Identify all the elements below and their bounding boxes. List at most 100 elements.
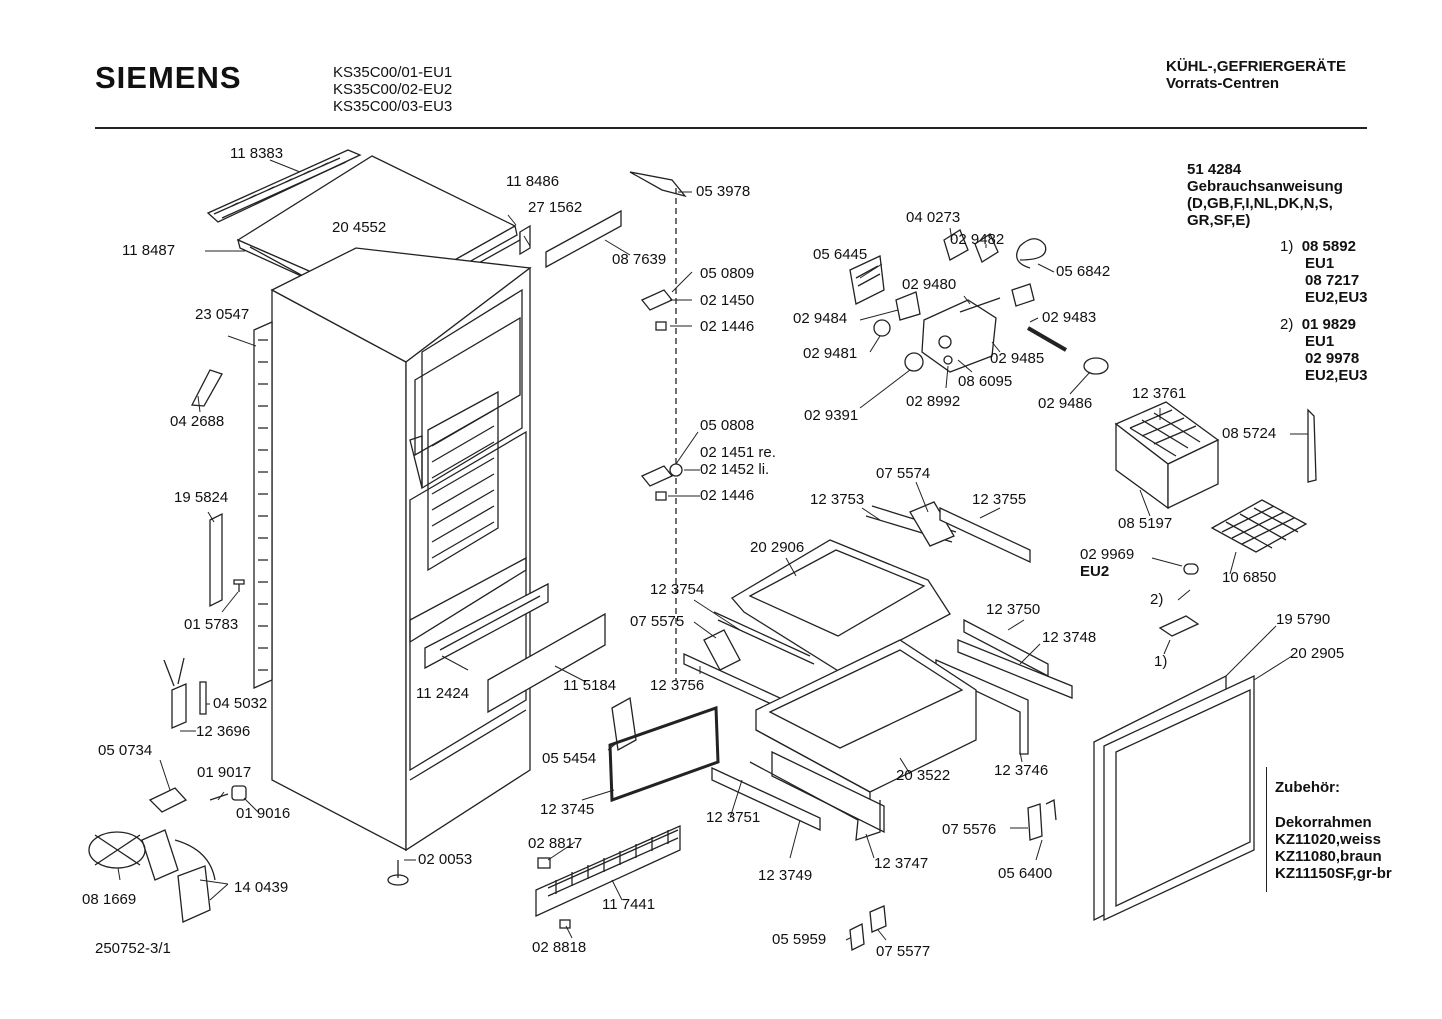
part-label: 10 6850 — [1222, 569, 1277, 586]
accessories-item: KZ11020,weiss — [1275, 831, 1381, 848]
footnote-marker: 1) — [1280, 238, 1294, 255]
footnote-variant: EU2,EU3 — [1305, 367, 1368, 384]
part-label: 08 1669 — [82, 891, 137, 908]
part-label: 12 3755 — [972, 491, 1027, 508]
footnote-part: 08 5892 — [1301, 238, 1356, 255]
part-variant-label: EU2 — [1080, 563, 1110, 580]
part-label: 02 9480 — [902, 276, 957, 293]
part-label: 05 0808 — [700, 417, 755, 434]
footnote-marker: 2) — [1150, 591, 1164, 608]
footnote-variant: EU1 — [1305, 255, 1335, 272]
part-label: 05 0734 — [98, 742, 153, 759]
part-label: 12 3753 — [810, 491, 865, 508]
condenser-coil — [253, 320, 273, 690]
part-label: 02 9486 — [1038, 395, 1093, 412]
part-label: 04 0273 — [906, 209, 961, 226]
drawers-and-rails — [683, 501, 1073, 952]
part-label: 19 5824 — [174, 489, 229, 506]
part-label: 23 0547 — [195, 306, 250, 323]
part-label: 01 5783 — [184, 616, 239, 633]
category-title: KÜHL-,GEFRIERGERÄTE — [1166, 58, 1346, 75]
part-label: 01 9017 — [197, 764, 252, 781]
part-label: 02 1446 — [700, 318, 755, 335]
part-label: 12 3745 — [540, 801, 595, 818]
part-label: 08 5197 — [1118, 515, 1173, 532]
part-label: 02 1452 li. — [700, 461, 770, 478]
part-label: 07 5576 — [942, 821, 997, 838]
manual-part-number: 51 4284 — [1187, 161, 1242, 178]
part-label: 02 8818 — [532, 939, 587, 956]
part-label: 02 8992 — [906, 393, 961, 410]
part-label: 20 3522 — [896, 767, 951, 784]
part-label: 20 2906 — [750, 539, 805, 556]
part-label: 08 5724 — [1222, 425, 1277, 442]
model-list: KS35C00/01-EU1 KS35C00/02-EU2 KS35C00/03… — [333, 64, 452, 115]
part-label: 12 3748 — [1042, 629, 1097, 646]
part-label: 14 0439 — [234, 879, 289, 896]
manual-title: Gebrauchsanweisung — [1187, 178, 1343, 195]
part-label: 05 5454 — [542, 750, 597, 767]
part-label: 20 2905 — [1290, 645, 1345, 662]
part-label: 05 0809 — [700, 265, 755, 282]
part-label: 04 5032 — [213, 695, 268, 712]
part-label: 05 6842 — [1056, 263, 1111, 280]
part-label: 04 2688 — [170, 413, 225, 430]
part-label: 02 9484 — [793, 310, 848, 327]
part-label: 07 5577 — [876, 943, 931, 960]
part-label: 12 3750 — [986, 601, 1041, 618]
header-divider — [95, 127, 1367, 129]
part-label: 12 3751 — [706, 809, 761, 826]
footnote-2: 2) 01 9829 EU1 02 9978 EU2,EU3 — [1280, 316, 1368, 384]
part-label: 11 8383 — [230, 145, 284, 162]
part-label: 02 9483 — [1042, 309, 1097, 326]
vent-grille — [535, 824, 681, 929]
part-label: 05 3978 — [696, 183, 751, 200]
accessories-item: KZ11080,braun — [1275, 848, 1382, 865]
thermostat-assembly — [849, 229, 1109, 375]
part-label: 11 5184 — [563, 677, 617, 694]
model-number: KS35C00/03-EU3 — [333, 98, 453, 115]
part-label: 02 9969 — [1080, 546, 1135, 563]
part-label: 12 3696 — [196, 723, 251, 740]
part-label: 11 2424 — [416, 685, 470, 702]
footnote-variant: EU1 — [1305, 333, 1335, 350]
category-subtitle: Vorrats-Centren — [1166, 75, 1280, 92]
part-label: 12 3756 — [650, 677, 705, 694]
top-trim-part — [206, 149, 362, 223]
manual-languages: GR,SF,E) — [1187, 212, 1251, 229]
door-frames — [1093, 674, 1255, 922]
part-label: 07 5575 — [630, 613, 685, 630]
strip-part — [545, 209, 622, 269]
accessories-block: Zubehör: Dekorrahmen KZ11020,weiss KZ110… — [1266, 767, 1405, 892]
part-label: 02 9391 — [804, 407, 859, 424]
brand-logo: SIEMENS — [95, 60, 242, 95]
manual-languages: (D,GB,F,I,NL,DK,N,S, — [1187, 195, 1333, 212]
accessories-item-title: Dekorrahmen — [1275, 814, 1372, 831]
part-label: 02 1451 re. — [700, 444, 776, 461]
part-label: 07 5574 — [876, 465, 931, 482]
ice-trays — [1114, 401, 1317, 637]
footnote-part: 01 9829 — [1301, 316, 1356, 333]
part-label: 11 8486 — [506, 173, 560, 190]
footnote-marker: 2) — [1280, 316, 1294, 333]
part-label: 02 9481 — [803, 345, 858, 362]
part-label: 27 1562 — [528, 199, 583, 216]
footnote-part: 08 7217 — [1305, 272, 1360, 289]
category-block: KÜHL-,GEFRIERGERÄTE Vorrats-Centren — [1166, 58, 1346, 92]
footnote-1: 1) 08 5892 EU1 08 7217 EU2,EU3 — [1280, 238, 1368, 306]
part-label: 12 3749 — [758, 867, 813, 884]
hinge-parts — [629, 171, 687, 680]
accessories-item: KZ11150SF,gr-br — [1275, 865, 1392, 882]
cabinet-body — [270, 247, 532, 852]
document-reference: 250752-3/1 — [95, 940, 171, 957]
part-label: 05 6445 — [813, 246, 868, 263]
part-label: 02 0053 — [418, 851, 473, 868]
part-label: 02 9482 — [950, 231, 1005, 248]
part-label: 20 4552 — [332, 219, 387, 236]
manual-info: 51 4284 Gebrauchsanweisung (D,GB,F,I,NL,… — [1187, 161, 1343, 229]
footnote-marker: 1) — [1154, 653, 1168, 670]
accessories-title: Zubehör: — [1275, 779, 1340, 796]
part-label: 08 7639 — [612, 251, 667, 268]
fan-motor-assembly — [88, 785, 247, 923]
part-label: 19 5790 — [1276, 611, 1331, 628]
